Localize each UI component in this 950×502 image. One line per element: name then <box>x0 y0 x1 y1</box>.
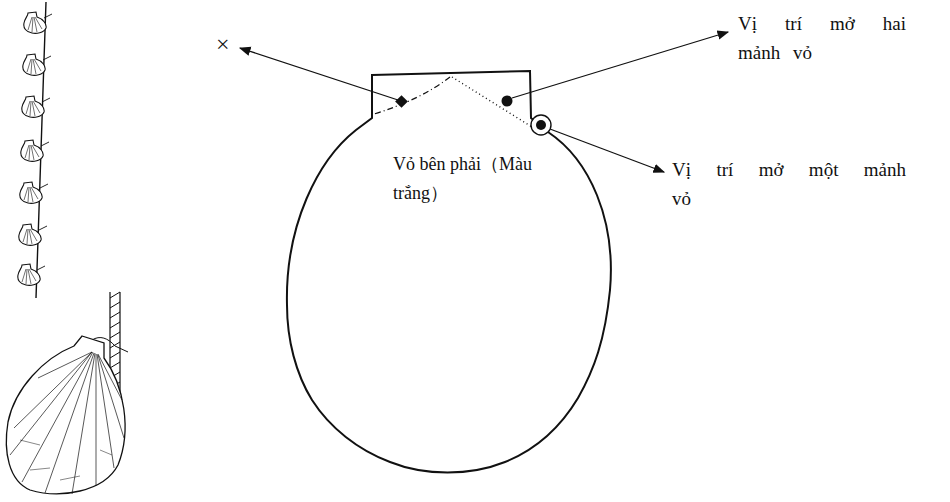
one-valve-ring <box>531 115 551 135</box>
callout-label: Vị trí mở hai mảnh vỏ <box>738 10 906 67</box>
valve-label: Vỏ bên phải（Màu trắng） <box>393 150 555 208</box>
rope-scallop <box>6 292 128 494</box>
hinge-line-right <box>452 77 532 127</box>
diamond-mark <box>395 95 408 108</box>
leader-arrow <box>240 48 398 100</box>
hanging-scallops <box>18 2 52 298</box>
leader-arrow <box>512 32 728 98</box>
one-valve-dot <box>536 120 546 130</box>
two-valve-dot <box>502 96 513 107</box>
shell-outline <box>287 71 611 473</box>
cross-mark: × <box>216 30 246 59</box>
leader-arrow <box>550 129 664 172</box>
callout-label: Vị trí mở một mảnh vỏ <box>672 156 906 213</box>
